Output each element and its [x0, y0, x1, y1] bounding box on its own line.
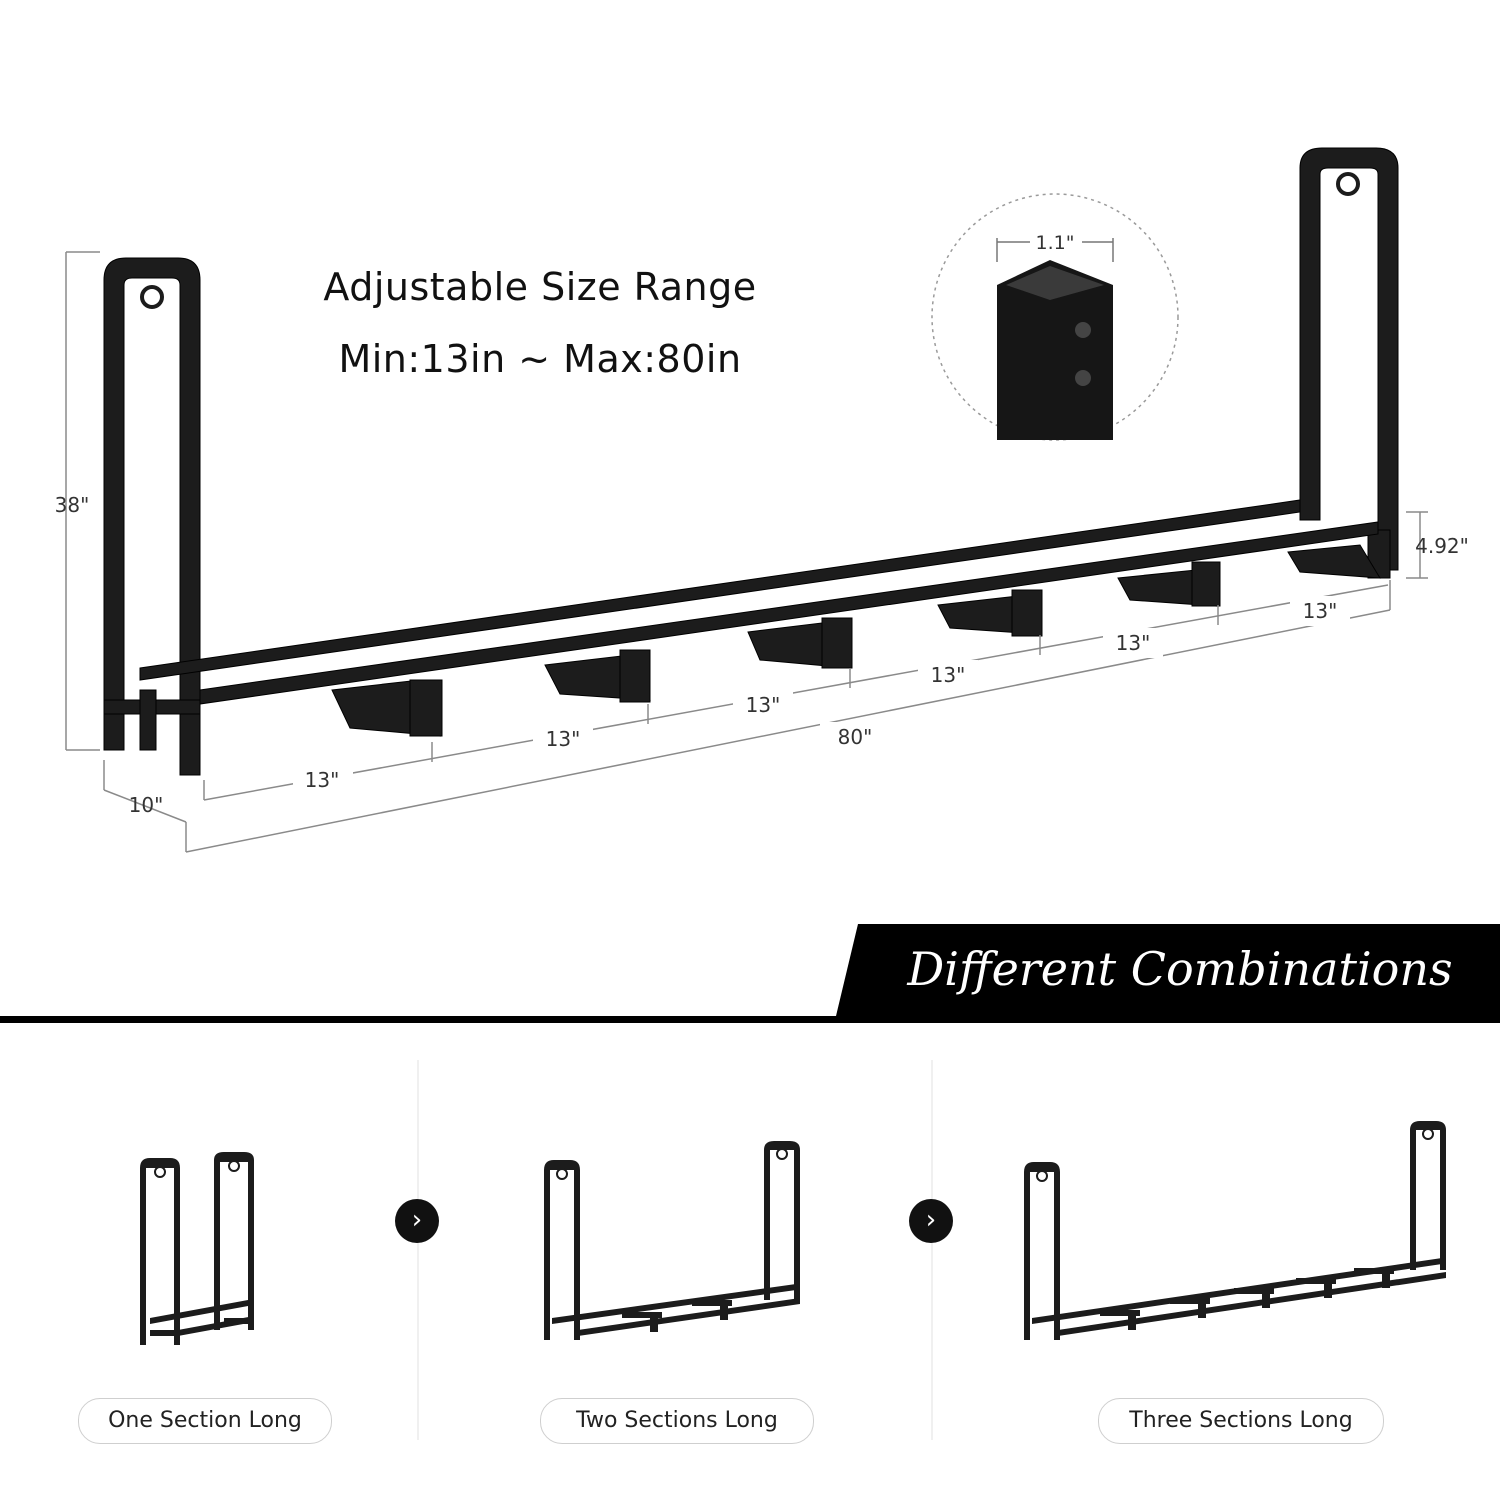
base-height-label: 4.92"	[1415, 534, 1469, 558]
tube-size-label: 1.1"	[1036, 232, 1075, 254]
combinations-title: Different Combinations	[907, 942, 1453, 996]
section-width-label: 13"	[931, 663, 966, 687]
dimension-lines	[65, 251, 1428, 853]
section-width-label: 13"	[1303, 599, 1338, 623]
section-width-label: 13"	[546, 727, 581, 751]
chevron-right-icon: ›	[395, 1199, 439, 1243]
label-two-sections: Two Sections Long	[540, 1398, 814, 1444]
size-range-values: Min:13in ~ Max:80in	[338, 337, 742, 381]
dimension-labels: 38" 10" 13" 13" 13" 13" 13" 13" 80" 4.92…	[55, 493, 1469, 817]
rack-two-sections	[544, 1141, 800, 1340]
combinations-banner	[836, 924, 1500, 1016]
section-width-label: 13"	[1116, 631, 1151, 655]
label-one-section: One Section Long	[78, 1398, 332, 1444]
firewood-rack-main	[103, 147, 1399, 776]
section-width-label: 13"	[305, 768, 340, 792]
rack-one-section	[140, 1152, 254, 1345]
total-length-label: 80"	[838, 725, 873, 749]
height-label: 38"	[55, 493, 90, 517]
section-width-label: 13"	[746, 693, 781, 717]
rack-three-sections	[1024, 1121, 1446, 1340]
depth-label: 10"	[129, 793, 164, 817]
chevron-right-icon: ›	[909, 1199, 953, 1243]
label-three-sections: Three Sections Long	[1098, 1398, 1384, 1444]
size-range-title: Adjustable Size Range	[323, 265, 757, 309]
section-divider	[0, 1016, 1500, 1023]
tube-detail-callout: 1.1"	[931, 193, 1179, 441]
